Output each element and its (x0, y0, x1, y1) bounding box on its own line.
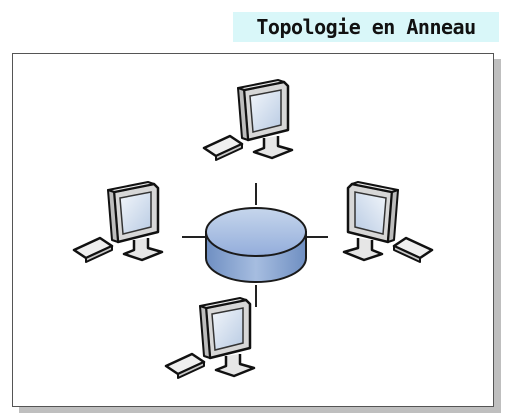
diagram-title: Topologie en Anneau (233, 12, 499, 42)
computer-right-icon (342, 180, 434, 264)
ring-hub-icon (205, 207, 307, 283)
computer-left-icon (72, 180, 164, 264)
computer-top-icon (202, 78, 294, 162)
computer-bottom-icon (164, 296, 256, 380)
ring-connectors (182, 183, 328, 307)
